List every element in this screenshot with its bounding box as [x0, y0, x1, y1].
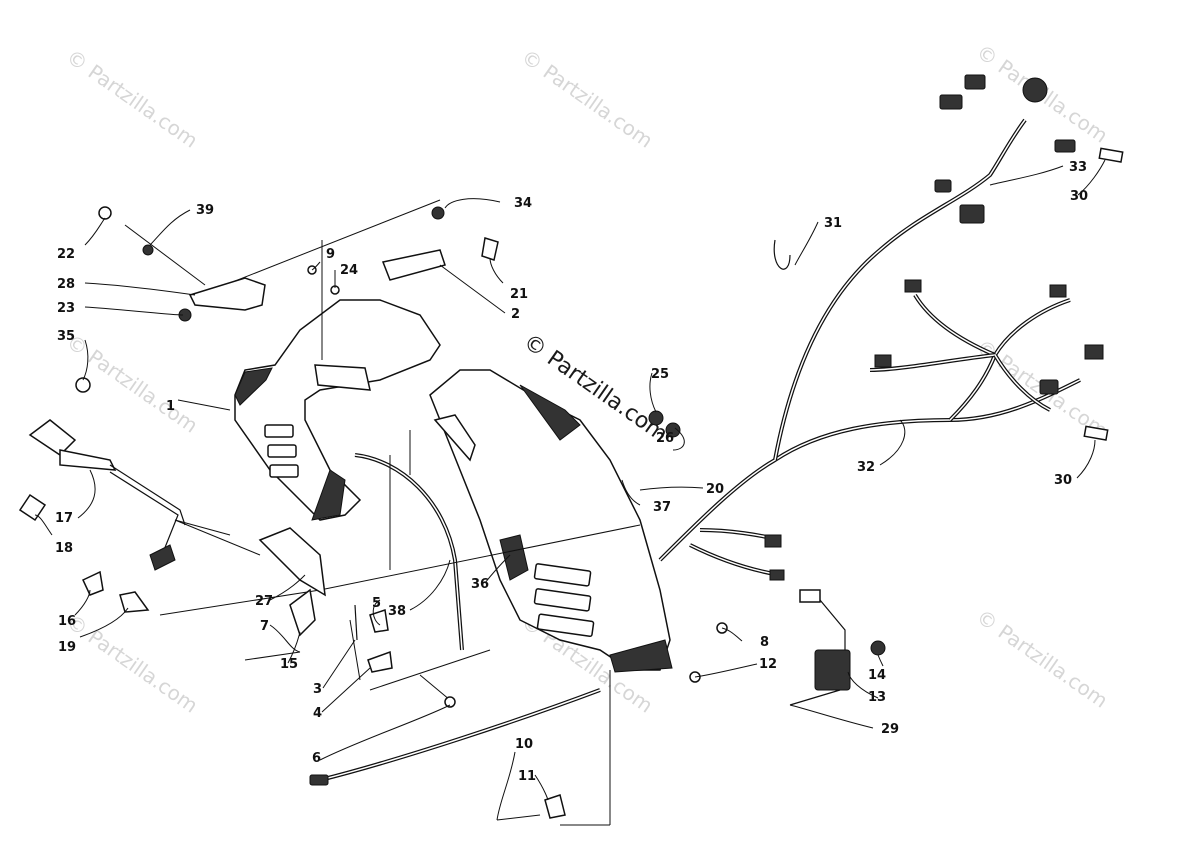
console-housing	[234, 299, 673, 673]
callout-15: 15	[280, 657, 298, 672]
regulator	[789, 589, 886, 706]
callout-16: 16	[58, 614, 76, 629]
callout-9: 9	[326, 247, 335, 262]
callout-8: 8	[760, 635, 769, 650]
callout-5: 5	[372, 596, 381, 611]
callout-14: 14	[868, 668, 886, 683]
watermark: © Partzilla.com	[62, 609, 202, 717]
callout-28: 28	[57, 277, 75, 292]
callout-34: 34	[514, 196, 532, 211]
callout-31: 31	[824, 216, 842, 231]
callout-27: 27	[255, 594, 273, 609]
callout-17: 17	[55, 511, 73, 526]
callout-30-bottom: 30	[1054, 473, 1072, 488]
callout-19: 19	[58, 640, 76, 655]
callout-11: 11	[518, 769, 536, 784]
callout-22: 22	[57, 247, 75, 262]
reference-lines	[124, 199, 641, 826]
callout-26: 26	[656, 431, 674, 446]
callout-37: 37	[653, 500, 671, 515]
callout-35: 35	[57, 329, 75, 344]
callout-10: 10	[515, 737, 533, 752]
callout-18: 18	[55, 541, 73, 556]
watermark: © Partzilla.com	[972, 604, 1112, 712]
callout-23: 23	[57, 301, 75, 316]
callout-33: 33	[1069, 160, 1087, 175]
callout-20: 20	[706, 482, 724, 497]
callout-36: 36	[471, 577, 489, 592]
wiring-harness	[658, 74, 1124, 581]
leader-lines	[34, 159, 1106, 821]
callout-2: 2	[511, 307, 520, 322]
watermark: © Partzilla.com	[62, 44, 202, 152]
callout-12: 12	[759, 657, 777, 672]
callout-1: 1	[166, 399, 175, 414]
callout-30-top: 30	[1070, 189, 1088, 204]
left-components	[18, 206, 326, 661]
callout-25: 25	[651, 367, 669, 382]
callout-13: 13	[868, 690, 886, 705]
callout-6: 6	[312, 751, 321, 766]
callout-7: 7	[260, 619, 269, 634]
callout-4: 4	[313, 706, 322, 721]
callout-39: 39	[196, 203, 214, 218]
callout-3: 3	[313, 682, 322, 697]
callout-labels: 1 2 3 4 5 6 7 8 9 10 11 12 13 14 15 16 1…	[55, 160, 1088, 784]
callout-38: 38	[388, 604, 406, 619]
callout-29: 29	[881, 722, 899, 737]
callout-21: 21	[510, 287, 528, 302]
callout-24: 24	[340, 263, 358, 278]
watermark: © Partzilla.com	[517, 44, 657, 152]
callout-32: 32	[857, 460, 875, 475]
